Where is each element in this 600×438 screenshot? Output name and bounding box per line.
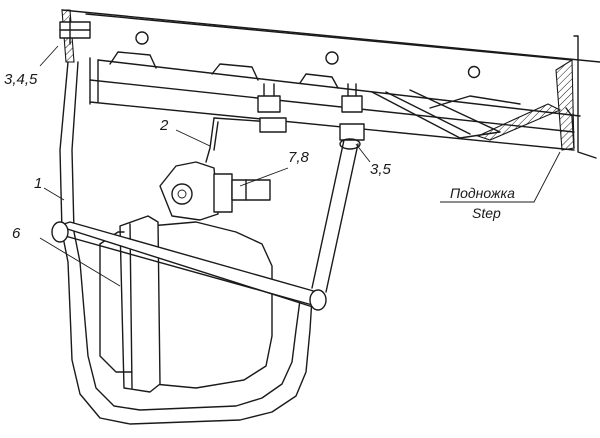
leader-6: [39, 237, 121, 287]
frame-rail: [61, 9, 600, 151]
callout-3-4-5: 3,4,5: [4, 71, 38, 88]
callout-3-5: 3,5: [370, 161, 391, 178]
clamp-band: [51, 221, 327, 311]
left-strap: [59, 9, 313, 425]
leader-1: [43, 187, 65, 201]
rail-nuts: [257, 83, 365, 150]
callout-7-8: 7,8: [288, 149, 309, 166]
leader-2: [175, 129, 211, 147]
leader-35: [355, 143, 371, 163]
leader-lines: [39, 45, 561, 287]
mount-bracket: [159, 117, 273, 221]
step-label-en: Step: [472, 205, 501, 221]
callout-2: 2: [160, 117, 169, 134]
leader-345: [39, 45, 59, 67]
leader-step: [440, 151, 561, 203]
support-rod: [311, 139, 359, 293]
step-label-ru: Подножка: [450, 185, 515, 201]
callout-1: 1: [34, 175, 43, 192]
leader-78: [239, 167, 289, 187]
step-bracket: [476, 35, 597, 159]
callout-6: 6: [12, 225, 21, 242]
